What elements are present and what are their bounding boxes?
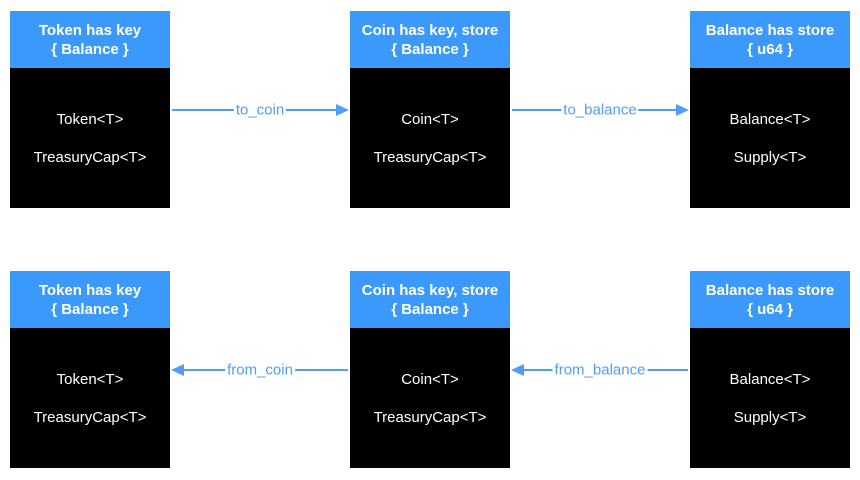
- struct-field: Balance<T>: [729, 110, 811, 128]
- arrow-label-to-coin: to_coin: [233, 101, 287, 119]
- struct-box-body: Coin<T> TreasuryCap<T>: [350, 328, 510, 468]
- struct-abilities: { Balance }: [391, 40, 469, 58]
- struct-abilities: { u64 }: [747, 40, 793, 58]
- struct-abilities: { Balance }: [51, 40, 129, 58]
- struct-box-token-top: Token has key { Balance } Token<T> Treas…: [10, 11, 170, 208]
- struct-box-header: Balance has store { u64 }: [690, 11, 850, 68]
- arrow-label-to-balance: to_balance: [561, 101, 639, 119]
- struct-field: TreasuryCap<T>: [373, 408, 487, 426]
- struct-box-balance-bottom: Balance has store { u64 } Balance<T> Sup…: [690, 271, 850, 468]
- struct-box-balance-top: Balance has store { u64 } Balance<T> Sup…: [690, 11, 850, 208]
- struct-box-body: Token<T> TreasuryCap<T>: [10, 68, 170, 208]
- arrow-label-from-coin: from_coin: [225, 361, 295, 379]
- struct-box-coin-bottom: Coin has key, store { Balance } Coin<T> …: [350, 271, 510, 468]
- struct-box-token-bottom: Token has key { Balance } Token<T> Treas…: [10, 271, 170, 468]
- struct-box-header: Token has key { Balance }: [10, 11, 170, 68]
- struct-field: Token<T>: [56, 370, 124, 388]
- struct-box-body: Coin<T> TreasuryCap<T>: [350, 68, 510, 208]
- struct-title: Balance has store: [705, 21, 835, 39]
- struct-title: Coin has key, store: [361, 281, 499, 299]
- arrowhead-left-icon: [171, 364, 184, 376]
- struct-box-coin-top: Coin has key, store { Balance } Coin<T> …: [350, 11, 510, 208]
- struct-title: Token has key: [38, 21, 142, 39]
- struct-field: TreasuryCap<T>: [33, 148, 147, 166]
- struct-box-header: Token has key { Balance }: [10, 271, 170, 328]
- struct-abilities: { Balance }: [391, 300, 469, 318]
- struct-box-header: Coin has key, store { Balance }: [350, 271, 510, 328]
- struct-title: Token has key: [38, 281, 142, 299]
- struct-abilities: { u64 }: [747, 300, 793, 318]
- struct-field: Balance<T>: [729, 370, 811, 388]
- struct-box-body: Balance<T> Supply<T>: [690, 68, 850, 208]
- arrowhead-right-icon: [336, 104, 349, 116]
- struct-box-body: Token<T> TreasuryCap<T>: [10, 328, 170, 468]
- struct-box-body: Balance<T> Supply<T>: [690, 328, 850, 468]
- arrowhead-right-icon: [676, 104, 689, 116]
- struct-field: Supply<T>: [733, 408, 807, 426]
- arrow-label-from-balance: from_balance: [552, 361, 648, 379]
- struct-abilities: { Balance }: [51, 300, 129, 318]
- struct-field: Token<T>: [56, 110, 124, 128]
- struct-box-header: Balance has store { u64 }: [690, 271, 850, 328]
- struct-field: TreasuryCap<T>: [373, 148, 487, 166]
- struct-field: Coin<T>: [401, 110, 459, 128]
- struct-box-header: Coin has key, store { Balance }: [350, 11, 510, 68]
- struct-title: Coin has key, store: [361, 21, 499, 39]
- struct-title: Balance has store: [705, 281, 835, 299]
- struct-field: TreasuryCap<T>: [33, 408, 147, 426]
- arrowhead-left-icon: [511, 364, 524, 376]
- struct-field: Coin<T>: [401, 370, 459, 388]
- struct-field: Supply<T>: [733, 148, 807, 166]
